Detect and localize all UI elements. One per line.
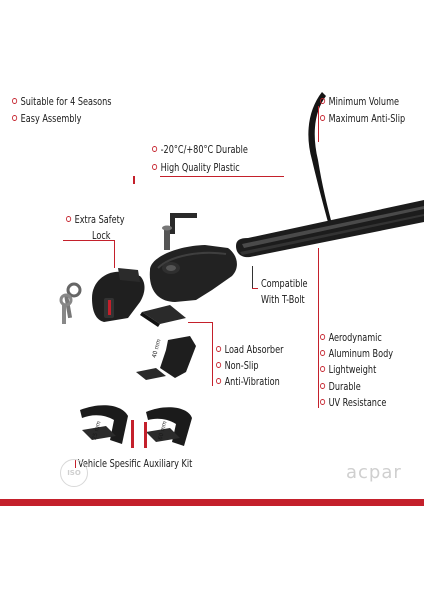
lightweight-label: Lightweight: [320, 363, 376, 377]
extra-safety-label: Extra Safety: [66, 213, 125, 227]
durable-label: Durable: [320, 380, 361, 394]
brand-logo: acpar: [346, 462, 402, 483]
feature-seasons: Suitable for 4 Seasons: [12, 95, 112, 109]
leader-line: [252, 288, 258, 289]
leader-line: [252, 266, 253, 288]
leader-line: [114, 240, 115, 268]
auxiliary-kit: [80, 405, 192, 446]
leader-line: [133, 176, 135, 184]
leader-line: [212, 322, 213, 386]
feature-assembly: Easy Assembly: [12, 112, 81, 126]
feature-anti-slip: Maximum Anti-Slip: [320, 112, 405, 126]
load-absorber-label: Load Absorber: [216, 343, 283, 357]
uv-resistance-label: UV Resistance: [320, 396, 386, 410]
feature-temp: -20°C/+80°C Durable: [152, 143, 248, 157]
lock-label: Lock: [92, 230, 111, 242]
load-absorber: [160, 336, 196, 378]
t-bolt-label: With T-Bolt: [261, 294, 305, 306]
rubber-strip: [308, 92, 333, 228]
kit-label: Vehicle Spesific Auxiliary Kit: [78, 458, 193, 470]
leader-line: [318, 106, 319, 142]
leader-line: [160, 176, 284, 177]
compatible-label: Compatible: [261, 278, 308, 290]
leader-line: [318, 248, 319, 408]
anti-vibration-label: Anti-Vibration: [216, 375, 280, 389]
leader-line: [188, 322, 212, 323]
key-icon: [59, 282, 82, 324]
rubber-pad: [142, 305, 186, 324]
red-footer-bar: [0, 499, 424, 506]
allen-key-icon: [170, 213, 197, 234]
iso-badge-icon: ISO: [60, 459, 88, 487]
leader-line: [63, 240, 115, 241]
aluminum-body-label: Aluminum Body: [320, 347, 393, 361]
feature-min-volume: Minimum Volume: [320, 95, 399, 109]
aerodynamic-label: Aerodynamic: [320, 331, 382, 345]
feature-plastic: High Quality Plastic: [152, 161, 240, 175]
non-slip-label: Non-Slip: [216, 359, 259, 373]
